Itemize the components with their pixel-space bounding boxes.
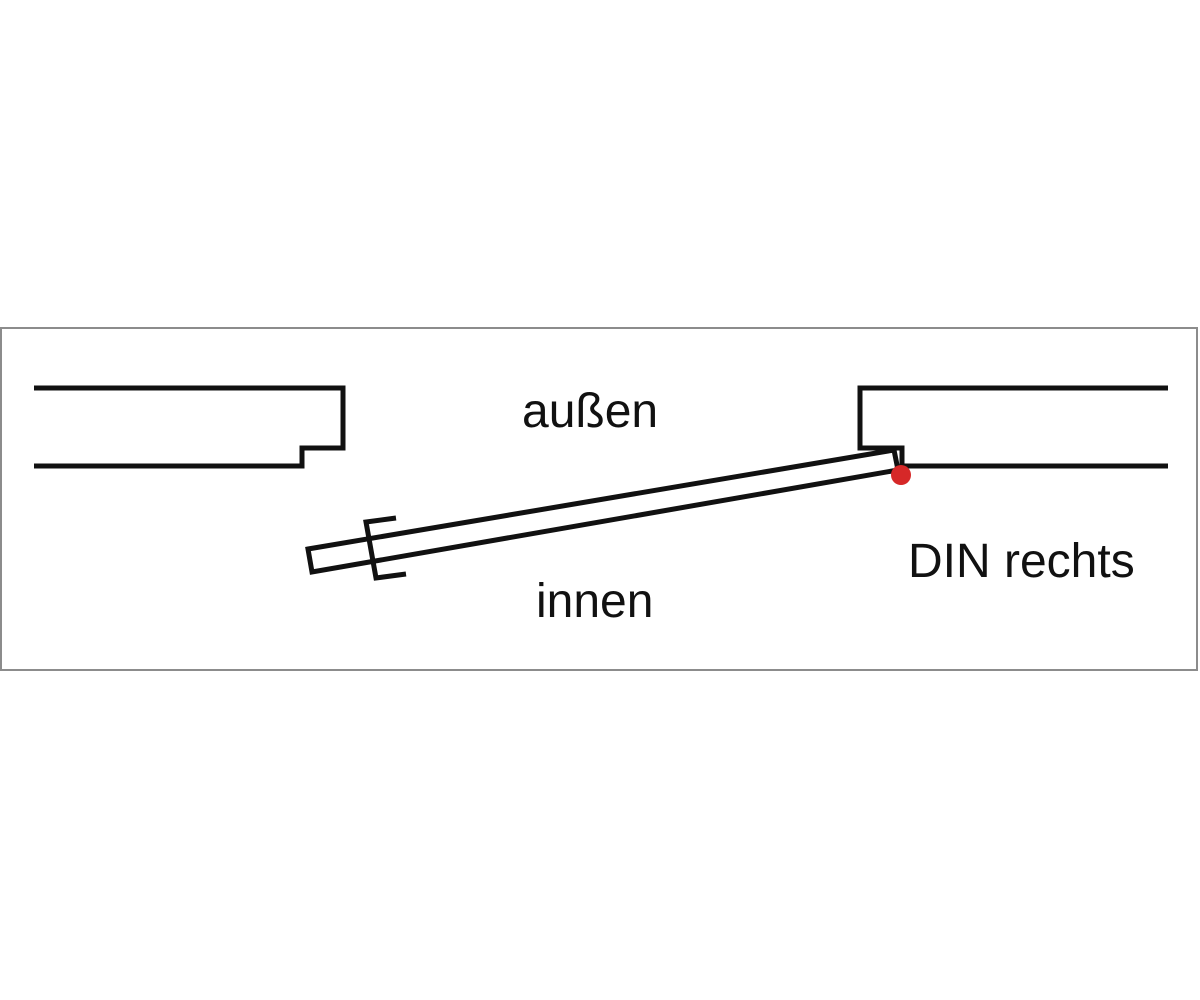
right-wall	[857, 385, 1168, 469]
hinge-side-label: DIN rechts	[908, 535, 1135, 588]
outside-label: außen	[522, 385, 659, 438]
inside-label: innen	[536, 575, 654, 628]
left-wall	[34, 385, 346, 469]
door-handle	[363, 515, 407, 581]
hinge-marker	[891, 465, 911, 485]
door-leaf	[305, 447, 901, 575]
